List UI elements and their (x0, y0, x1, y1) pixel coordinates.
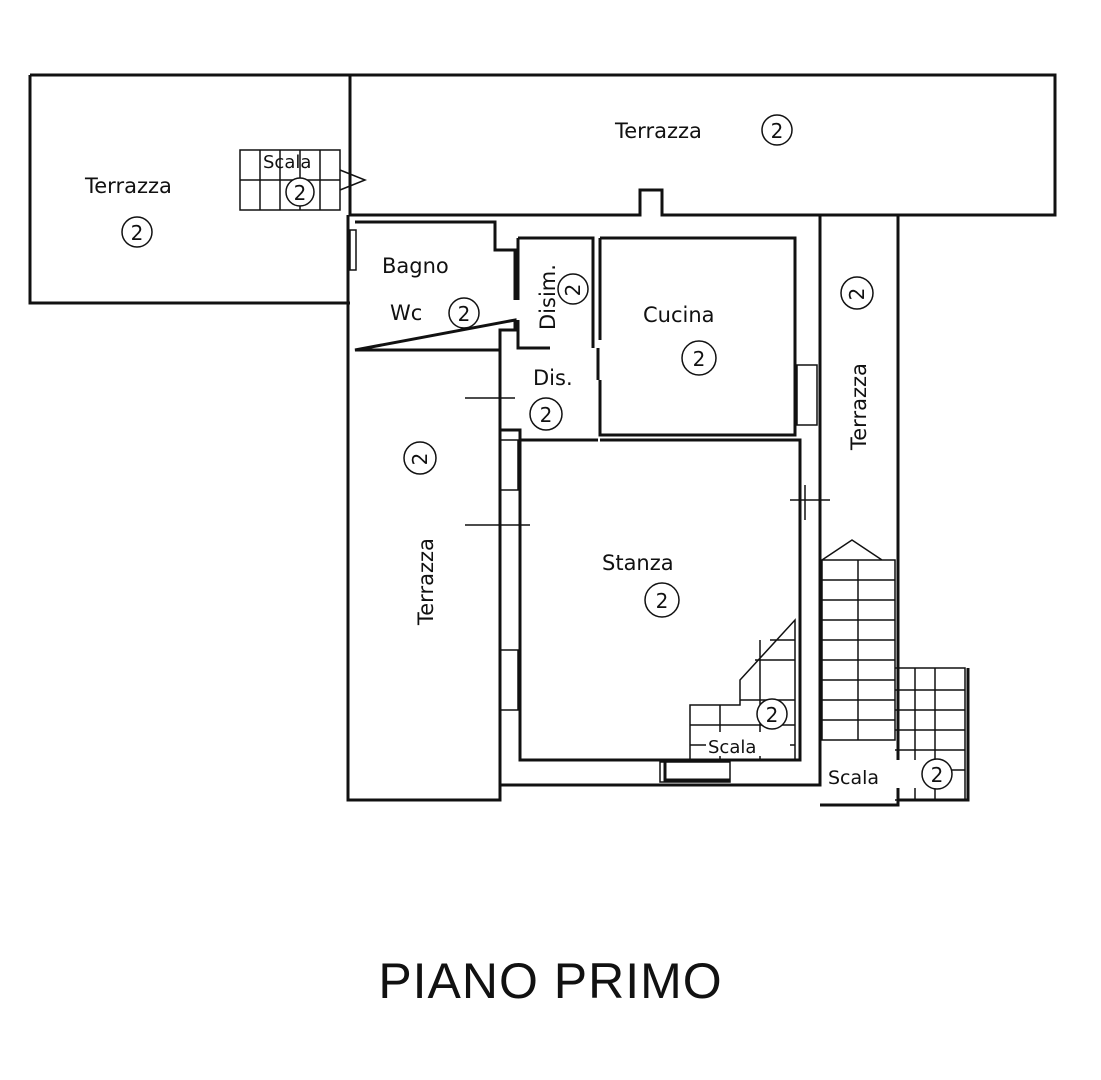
room-terrazza-east: Terrazza 2 (840, 276, 874, 451)
room-scala-top: Scala 2 (263, 152, 315, 207)
room-label: Terrazza (414, 538, 438, 626)
room-label: Disim. (536, 264, 560, 330)
room-number: 2 (561, 284, 585, 297)
room-number: 2 (540, 403, 553, 427)
room-number: 2 (294, 181, 307, 205)
room-number: 2 (656, 589, 669, 613)
room-cucina: Cucina 2 (643, 303, 717, 376)
walls (28, 73, 1057, 807)
room-terrazza-west: Terrazza 2 (403, 441, 438, 626)
room-number: 2 (845, 288, 869, 301)
room-number: 2 (931, 763, 944, 787)
room-number: 2 (693, 347, 706, 371)
room-label: Scala (263, 152, 311, 173)
room-label: Terrazza (614, 119, 702, 143)
room-label: Scala (708, 737, 756, 758)
room-disim: Disim. 2 (536, 264, 589, 330)
room-scala-inner: Scala 2 (706, 698, 790, 758)
room-label: Cucina (643, 303, 715, 327)
room-label: Terrazza (84, 174, 172, 198)
room-scala-ext: Scala 2 (826, 758, 953, 790)
room-bagno: Bagno Wc 2 (382, 254, 480, 329)
room-label: Scala (828, 767, 879, 789)
floor-title: PIANO PRIMO (378, 953, 723, 1009)
room-terrazza-left: Terrazza 2 (84, 174, 172, 248)
room-label: Terrazza (847, 363, 871, 451)
room-label-secondary: Wc (390, 301, 422, 325)
room-number: 2 (131, 221, 144, 245)
room-number: 2 (766, 703, 779, 727)
room-terrazza-top: Terrazza 2 (614, 114, 793, 146)
room-label: Dis. (533, 366, 573, 390)
room-number: 2 (458, 302, 471, 326)
room-number: 2 (771, 119, 784, 143)
room-number: 2 (408, 453, 432, 466)
room-label: Stanza (602, 551, 674, 575)
room-stanza: Stanza 2 (602, 551, 680, 618)
room-dis: Dis. 2 (529, 366, 573, 431)
room-label: Bagno (382, 254, 449, 278)
